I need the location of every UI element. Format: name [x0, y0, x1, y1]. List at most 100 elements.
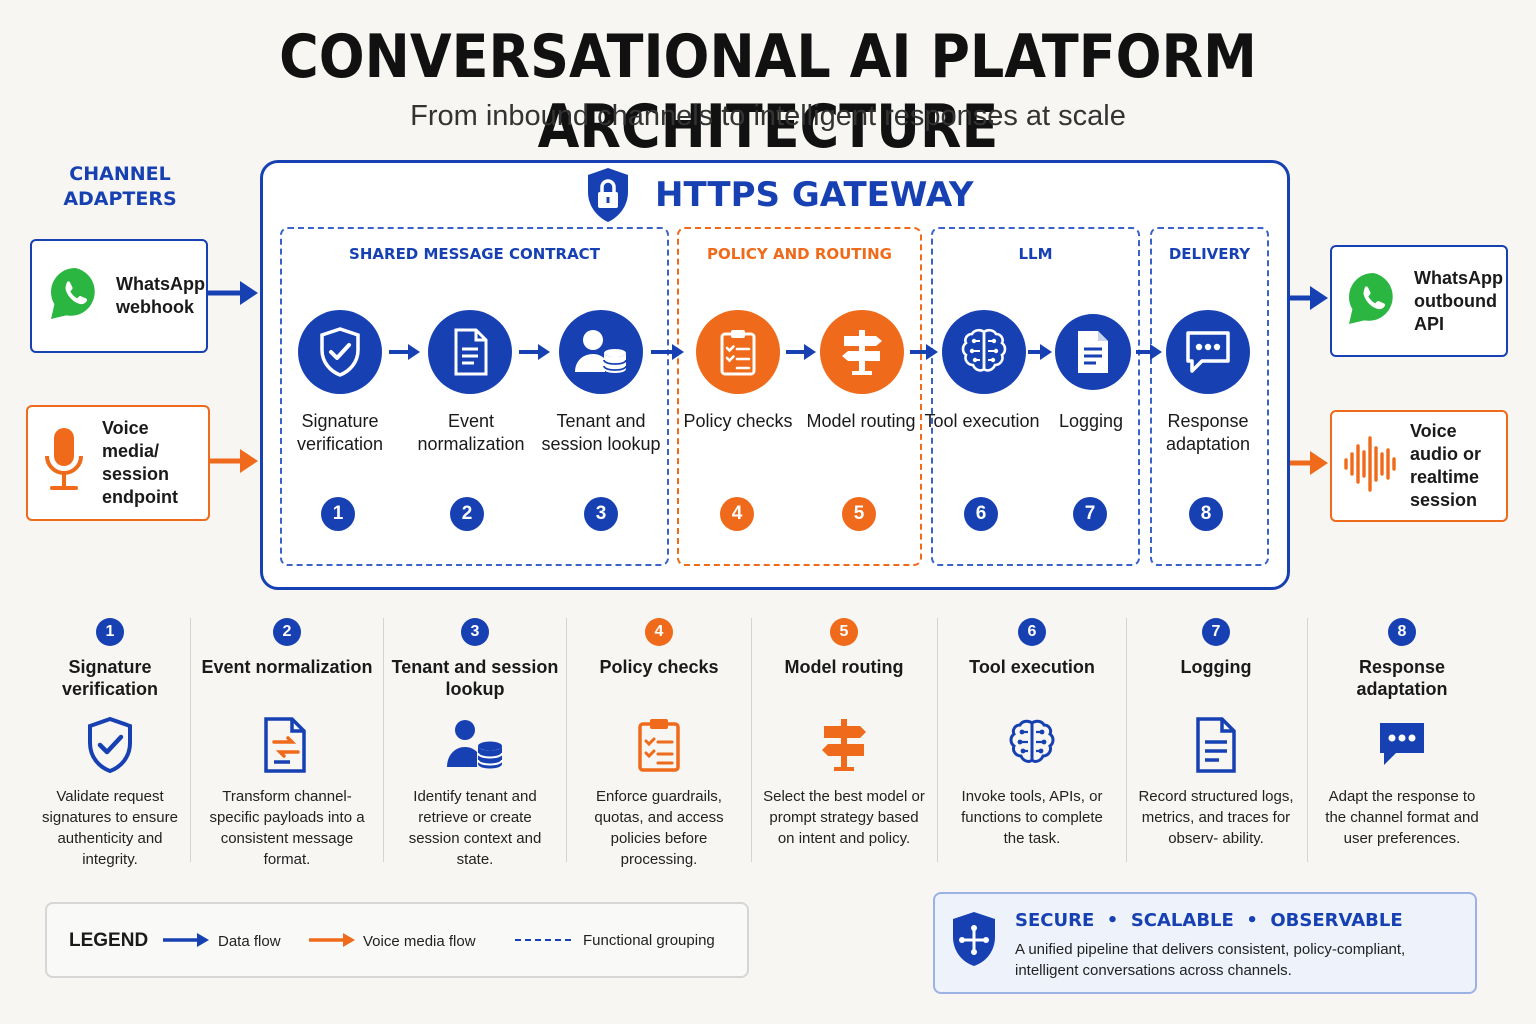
detail-6-number: 6: [1018, 618, 1046, 646]
voice-outbound-box: Voice audio or realtime session: [1330, 410, 1508, 522]
whatsapp-webhook-label: WhatsApp webhook: [116, 274, 205, 317]
group-policy-and-routing: [677, 227, 922, 566]
step-2-number: 2: [450, 497, 484, 531]
gateway-title: HTTPS GATEWAY: [655, 175, 974, 215]
group-llm: [931, 227, 1140, 566]
arrow-step-3-4: [651, 344, 684, 360]
step-8-number: 8: [1189, 497, 1223, 531]
step-1-circle: [298, 310, 382, 394]
microphone-icon: [42, 426, 86, 501]
legend-data-flow-label: Data flow: [218, 933, 281, 950]
clipboard-checklist-icon: [720, 330, 756, 376]
step-4-label: Policy checks: [683, 411, 793, 431]
step-2-label: Event normalization: [417, 411, 525, 454]
step-1-number: 1: [321, 497, 355, 531]
user-database-icon: [575, 330, 627, 373]
detail-4-number: 4: [645, 618, 673, 646]
legend-grouping-label: Functional grouping: [583, 932, 715, 949]
column-divider: [566, 618, 567, 862]
summary-text: A unified pipeline that delivers consist…: [1015, 941, 1406, 979]
detail-5-description: Select the best model or prompt strategy…: [763, 788, 925, 847]
inbound-data-arrow: [208, 281, 258, 305]
detail-6-title: Tool execution: [969, 657, 1095, 677]
whatsapp-icon: [1346, 270, 1400, 333]
detail-1-title: Signature verification: [61, 657, 159, 699]
brain-circuit-icon: [943, 710, 1121, 780]
chat-bubble-icon: [1312, 710, 1492, 780]
document-icon: [454, 328, 488, 376]
detail-2-description: Transform channel-specific payloads into…: [209, 788, 365, 868]
step-8-label: Response adaptation: [1165, 411, 1251, 454]
voice-endpoint-label: Voice media/ session endpoint: [102, 418, 178, 507]
detail-6-description: Invoke tools, APIs, or functions to comp…: [961, 788, 1103, 847]
column-divider: [1126, 618, 1127, 862]
clipboard-checklist-icon: [572, 710, 746, 780]
step-6-label: Tool execution: [924, 411, 1040, 431]
column-divider: [383, 618, 384, 862]
signpost-icon: [842, 330, 882, 375]
voice-endpoint-box: Voice media/ session endpoint: [26, 405, 210, 521]
group-title-policy-and-routing: POLICY AND ROUTING: [707, 245, 892, 263]
arrow-step-5-6: [910, 344, 938, 360]
arrow-step-1-2: [389, 344, 420, 360]
summary-box: SECURE • SCALABLE • OBSERVABLE A unified…: [933, 892, 1477, 994]
detail-8-number: 8: [1388, 618, 1416, 646]
whatsapp-icon: [48, 265, 102, 328]
shield-check-icon: [320, 327, 360, 377]
detail-7-description: Record structured logs, metrics, and tra…: [1138, 788, 1294, 847]
detail-8-description: Adapt the response to the channel format…: [1325, 788, 1479, 847]
detail-column-8: 8 Response adaptation Adapt the response…: [1312, 618, 1492, 862]
log-file-icon: [1130, 710, 1302, 780]
step-5-circle: [820, 310, 904, 394]
detail-2-title: Event normalization: [201, 657, 373, 677]
step-7-circle: [1055, 314, 1131, 390]
shield-check-icon: [30, 710, 190, 780]
legend-voice-flow-label: Voice media flow: [363, 933, 476, 950]
column-divider: [751, 618, 752, 862]
column-divider: [1307, 618, 1308, 862]
detail-2-number: 2: [273, 618, 301, 646]
log-file-icon: [1078, 331, 1108, 373]
outbound-voice-arrow: [1286, 451, 1328, 475]
detail-1-number: 1: [96, 618, 124, 646]
group-title-shared-message-contract: SHARED MESSAGE CONTRACT: [349, 245, 600, 263]
group-title-llm: LLM: [1018, 245, 1053, 263]
lock-shield-icon: [584, 166, 632, 229]
step-7-label: Logging: [1058, 411, 1124, 431]
detail-column-5: 5 Model routing Select the best model or…: [757, 618, 931, 862]
detail-5-title: Model routing: [784, 657, 904, 677]
legend-box: LEGEND Data flow Voice media flow Functi…: [45, 902, 749, 978]
shield-network-icon: [949, 909, 999, 974]
step-4-circle: [696, 310, 780, 394]
whatsapp-outbound-box: WhatsApp outbound API: [1330, 245, 1508, 357]
step-5-label: Model routing: [806, 411, 916, 431]
detail-4-title: Policy checks: [599, 657, 719, 677]
legend-grouping-line: [515, 939, 571, 941]
detail-column-3: 3 Tenant and session lookup Identify ten…: [388, 618, 562, 868]
voice-outbound-label: Voice audio or realtime session: [1410, 421, 1481, 510]
step-3-label: Tenant and session lookup: [541, 411, 661, 454]
arrow-step-6-7: [1028, 344, 1052, 360]
user-database-icon: [388, 710, 562, 780]
step-8-circle: [1166, 310, 1250, 394]
detail-7-number: 7: [1202, 618, 1230, 646]
step-1-label: Signature verification: [296, 411, 384, 454]
document-transform-icon: [196, 710, 378, 780]
page-subtitle: From inbound channels to intelligent res…: [410, 100, 1126, 132]
group-shared-message-contract: [280, 227, 669, 566]
detail-column-2: 2 Event normalization Transform channel-…: [196, 618, 378, 868]
step-5-number: 5: [842, 497, 876, 531]
legend-data-flow-arrow: [163, 933, 209, 947]
chat-bubble-icon: [1186, 331, 1230, 373]
arrow-step-2-3: [519, 344, 550, 360]
detail-3-title: Tenant and session lookup: [391, 657, 559, 699]
column-divider: [190, 618, 191, 862]
step-2-circle: [428, 310, 512, 394]
legend-title: LEGEND: [69, 930, 149, 951]
signpost-icon: [757, 710, 931, 780]
step-7-number: 7: [1073, 497, 1107, 531]
detail-3-number: 3: [461, 618, 489, 646]
arrow-step-7-8: [1136, 344, 1162, 360]
legend-voice-flow-arrow: [309, 933, 355, 947]
